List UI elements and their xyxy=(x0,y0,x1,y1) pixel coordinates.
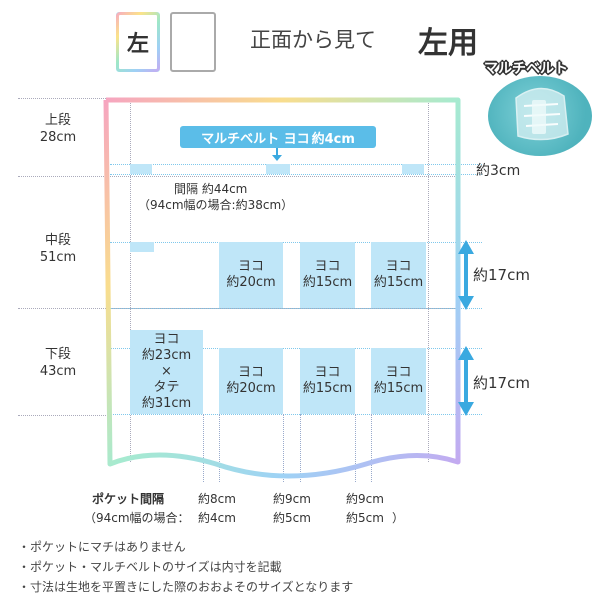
pocket-size: 約23cm xyxy=(141,348,192,363)
middle-height-label: 約17cm xyxy=(473,266,530,284)
pocket-label: ヨコ xyxy=(385,259,412,274)
pocket-label: ヨコ xyxy=(153,332,180,347)
multi-belt-label: マルチベルト ヨコ 約4cm xyxy=(180,126,376,148)
belt-guide-line xyxy=(110,174,482,175)
pocket-gap-guide xyxy=(300,414,301,482)
pocket-spacing-sub: （94cm幅の場合： xyxy=(84,511,190,525)
header-title-bold: 左用 xyxy=(418,26,478,61)
pocket-gap-guide xyxy=(203,414,204,482)
left-side-char: 左 xyxy=(126,32,149,57)
section-name: 下段 xyxy=(44,347,71,362)
section-name: 中段 xyxy=(44,233,71,248)
middle-pocket-3: ヨコ 約15cm xyxy=(371,242,426,308)
grid-line xyxy=(130,100,131,462)
belt-tab xyxy=(130,164,152,174)
grid-line xyxy=(18,308,106,309)
pocket-size: 約31cm xyxy=(141,396,192,411)
pocket-guide-line xyxy=(110,242,482,243)
pocket-gap-guide xyxy=(355,414,356,482)
belt-spacing-sub: （94cm幅の場合:約38cm） xyxy=(138,198,294,212)
pocket-label: ヨコ xyxy=(314,259,341,274)
section-name: 上段 xyxy=(44,113,71,128)
pocket-size: 約15cm xyxy=(373,275,424,290)
product-badge: マルチベルト xyxy=(484,61,568,77)
belt-tab xyxy=(130,242,154,252)
belt-height-label: 約3cm xyxy=(476,163,521,179)
section-size: 28cm xyxy=(39,130,77,145)
bottom-pocket-4: ヨコ 約15cm xyxy=(371,348,426,414)
right-side-blank-box xyxy=(170,12,216,72)
middle-pocket-1: ヨコ 約20cm xyxy=(219,242,283,308)
pocket-label: ヨコ xyxy=(314,365,341,380)
grid-line xyxy=(18,176,106,177)
header-title: 正面から見て xyxy=(250,28,376,52)
pocket-gap-3-sub: 約5cm xyxy=(346,511,384,525)
pocket-gap-2-sub: 約5cm xyxy=(273,511,311,525)
belt-label-size: 約4cm xyxy=(311,131,355,147)
grid-line xyxy=(110,176,455,177)
bottom-height-label: 約17cm xyxy=(473,374,530,392)
belt-spacing-label: 間隔 約44cm xyxy=(174,182,248,196)
section-label-top: 上段 28cm xyxy=(32,112,84,146)
pocket-size: 約15cm xyxy=(302,275,353,290)
pocket-gap-guide xyxy=(219,414,220,482)
middle-pocket-2: ヨコ 約15cm xyxy=(300,242,355,308)
pocket-spacing-label: ポケット間隔 xyxy=(92,492,165,506)
note-line-2: ・ポケット・マルチベルトのサイズは内寸を記載 xyxy=(18,560,282,574)
grid-line xyxy=(428,100,429,462)
pocket-size: 約15cm xyxy=(302,381,353,396)
note-line-3: ・寸法は生地を平置きにした際のおおよそのサイズとなります xyxy=(18,580,354,594)
bottom-pocket-3: ヨコ 約15cm xyxy=(300,348,355,414)
pocket-size: 約15cm xyxy=(373,381,424,396)
belt-guide-line xyxy=(110,164,482,165)
bottom-pocket-2: ヨコ 約20cm xyxy=(219,348,283,414)
pocket-label: ヨコ xyxy=(237,259,264,274)
pocket-guide-line xyxy=(110,308,482,309)
belt-label-main: マルチベルト ヨコ xyxy=(201,131,310,147)
section-label-bottom: 下段 43cm xyxy=(32,346,84,380)
pocket-size: 約20cm xyxy=(226,381,276,396)
pocket-label: ヨコ xyxy=(385,365,412,380)
grid-line xyxy=(18,98,106,99)
section-label-middle: 中段 51cm xyxy=(32,232,84,266)
belt-tab xyxy=(402,164,424,174)
pocket-spacing-close: ） xyxy=(392,511,405,525)
fabric-outline xyxy=(103,97,461,479)
pocket-gap-guide xyxy=(283,414,284,482)
pocket-gap-guide xyxy=(371,414,372,482)
grid-line xyxy=(18,415,106,416)
bottom-pocket-large: ヨコ 約23cm × タテ 約31cm xyxy=(130,330,203,414)
pocket-label: タテ xyxy=(153,380,180,395)
pocket-gap-1-sub: 約4cm xyxy=(198,511,236,525)
section-size: 51cm xyxy=(39,250,77,265)
bottom-height-arrow xyxy=(458,346,474,416)
middle-height-arrow xyxy=(458,240,474,310)
pocket-gap-3-main: 約9cm xyxy=(346,492,384,506)
pocket-size: 約20cm xyxy=(226,275,276,290)
pocket-guide-line xyxy=(110,414,482,415)
multi-belt-photo xyxy=(488,76,592,156)
note-line-1: ・ポケットにマチはありません xyxy=(18,540,186,554)
section-size: 43cm xyxy=(39,364,77,379)
pocket-gap-2-main: 約9cm xyxy=(273,492,311,506)
belt-tab xyxy=(266,164,290,174)
belt-pointer-arrow xyxy=(272,148,282,161)
left-side-indicator-box: 左 xyxy=(116,12,160,72)
pocket-times: × xyxy=(161,364,172,379)
pocket-gap-1-main: 約8cm xyxy=(198,492,236,506)
pocket-guide-line xyxy=(110,348,482,349)
pocket-label: ヨコ xyxy=(237,365,264,380)
